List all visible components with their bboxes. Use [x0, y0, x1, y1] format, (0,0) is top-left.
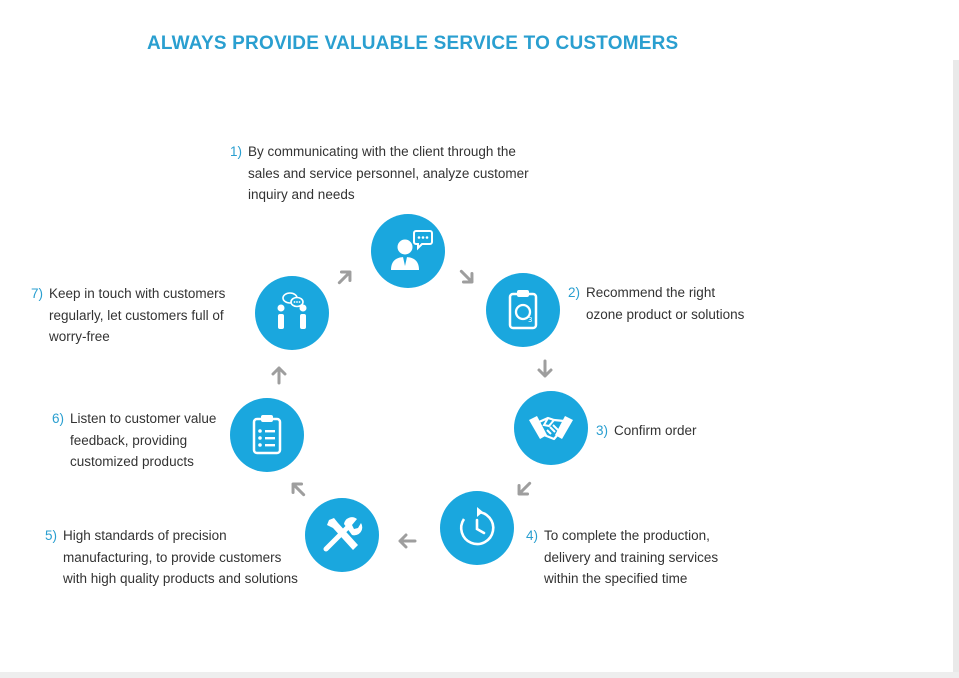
arrow-7-to-1: [329, 261, 360, 292]
step-7-text: 7) Keep in touch with customers regularl…: [31, 283, 225, 348]
step-4-label: To complete the production, delivery and…: [544, 528, 719, 586]
arrow-5-to-6: [282, 473, 313, 504]
step-3-circle: [514, 391, 588, 465]
step-3-text: 3) Confirm order: [596, 420, 697, 442]
step-5-label: High standards of precision manufacturin…: [63, 528, 298, 586]
arrow-1-to-2: [451, 261, 482, 292]
step-6-circle: [230, 398, 304, 472]
handshake-icon: [529, 416, 573, 441]
step-7-circle: [255, 276, 329, 350]
step-7-number: 7): [31, 286, 44, 301]
step-1-number: 1): [230, 144, 243, 159]
conversation-icon: [277, 292, 307, 329]
step-1-text: 1) By communicating with the client thro…: [230, 141, 529, 206]
bottom-edge-shadow: [0, 672, 959, 678]
step-4-circle: [440, 491, 514, 565]
step-1-circle: [371, 214, 445, 288]
step-2-label: Recommend the right ozone product or sol…: [586, 285, 745, 322]
step-2-circle: 3: [486, 273, 560, 347]
arrow-6-to-7: [268, 364, 290, 386]
step-4-number: 4): [526, 528, 539, 543]
arrow-3-to-4: [508, 473, 539, 504]
right-edge-shadow: [953, 60, 959, 678]
checklist-icon: [252, 415, 282, 455]
clock-icon: [459, 507, 495, 546]
tools-icon: [323, 517, 363, 552]
step-5-number: 5): [45, 528, 58, 543]
step-2-number: 2): [568, 285, 581, 300]
svg-text:3: 3: [528, 316, 532, 324]
step-3-label: Confirm order: [614, 423, 697, 438]
page-title: ALWAYS PROVIDE VALUABLE SERVICE TO CUSTO…: [147, 33, 679, 54]
step-5-text: 5) High standards of precision manufactu…: [45, 525, 298, 590]
step-7-label: Keep in touch with customers regularly, …: [49, 286, 226, 344]
step-6-label: Listen to customer value feedback, provi…: [70, 411, 217, 469]
arrow-2-to-3: [534, 358, 556, 380]
arrow-4-to-5: [396, 530, 418, 552]
step-1-label: By communicating with the client through…: [248, 144, 529, 202]
step-3-number: 3): [596, 423, 609, 438]
clipboard-ozone-icon: 3: [508, 290, 538, 330]
step-5-circle: [305, 498, 379, 572]
consultant-icon: [391, 230, 433, 270]
step-6-text: 6) Listen to customer value feedback, pr…: [52, 408, 216, 473]
step-2-text: 2) Recommend the right ozone product or …: [568, 282, 744, 325]
step-4-text: 4) To complete the production, delivery …: [526, 525, 718, 590]
step-6-number: 6): [52, 411, 65, 426]
